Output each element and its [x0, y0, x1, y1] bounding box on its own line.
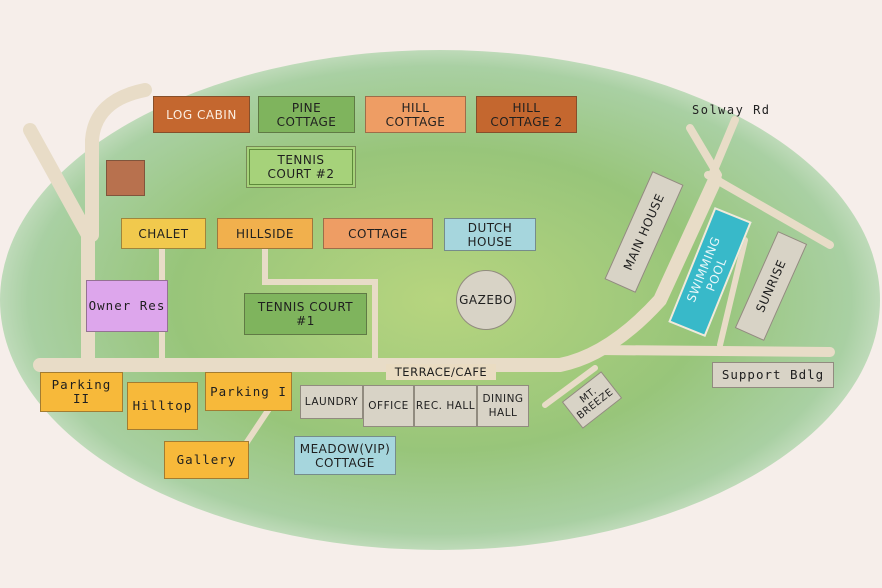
building-tennis-court-2[interactable]: TENNIS COURT #2: [246, 146, 356, 188]
path-mt-breeze: [542, 365, 598, 408]
building-dutch-house[interactable]: DUTCH HOUSE: [444, 218, 536, 251]
building-office[interactable]: OFFICE: [363, 385, 414, 427]
building-parking-2[interactable]: Parking II: [40, 372, 123, 412]
building-support-bdlg[interactable]: Support Bdlg: [712, 362, 834, 388]
building-pine-cottage[interactable]: PINE COTTAGE: [258, 96, 355, 133]
building-hill-cottage-2[interactable]: HILL COTTAGE 2: [476, 96, 577, 133]
building-owner-res[interactable]: Owner Res: [86, 280, 168, 332]
building-tennis-court-1[interactable]: TENNIS COURT #1: [244, 293, 367, 335]
building-dining-hall[interactable]: DINING HALL: [477, 385, 529, 427]
building-chalet[interactable]: CHALET: [121, 218, 206, 249]
building-hillside[interactable]: HILLSIDE: [217, 218, 313, 249]
path-north-road: [85, 83, 152, 242]
building-gallery[interactable]: Gallery: [164, 441, 249, 479]
building-gazebo[interactable]: GAZEBO: [456, 270, 516, 330]
path-solway-3: [704, 171, 834, 249]
building-laundry[interactable]: LAUNDRY: [300, 385, 363, 419]
road-label-terrace-cafe: TERRACE/CAFE: [386, 364, 496, 380]
building-meadow-cottage[interactable]: MEADOW(VIP) COTTAGE: [294, 436, 396, 475]
path-east-road: [595, 345, 835, 357]
building-log-cabin[interactable]: LOG CABIN: [153, 96, 250, 133]
building-rec-hall[interactable]: REC. HALL: [414, 385, 477, 427]
building-hill-cottage[interactable]: HILL COTTAGE: [365, 96, 466, 133]
building-cottage[interactable]: COTTAGE: [323, 218, 433, 249]
path-hillside: [262, 245, 378, 368]
path-solway-2: [708, 116, 739, 179]
building-parking-1[interactable]: Parking I: [205, 372, 292, 411]
path-terrace-road: [33, 173, 722, 372]
paths: [23, 83, 835, 448]
building-small-shed[interactable]: [106, 160, 145, 196]
building-hilltop[interactable]: Hilltop: [127, 382, 198, 430]
path-pool-side: [717, 237, 748, 348]
road-label-solway: Solway Rd: [692, 103, 771, 117]
